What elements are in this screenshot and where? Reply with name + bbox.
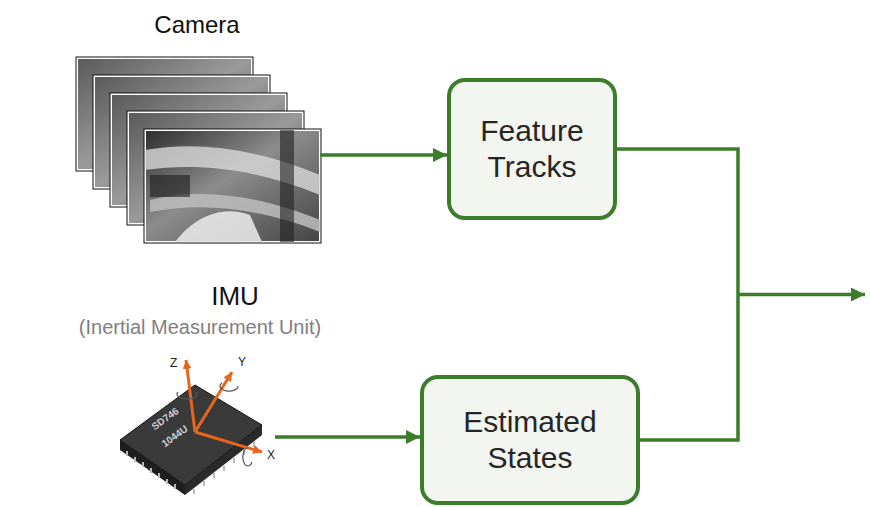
output-arrow [738,293,865,297]
sensor-subheading: (Inertial Measurement Unit) [79,316,321,339]
process-box: Estimated States [420,375,640,505]
industrial-scene [145,130,320,242]
pillar [280,130,294,242]
camera-frames [76,57,321,243]
axis-arrow [186,360,195,432]
chip-pins [127,442,254,494]
axis-arrow [195,372,232,432]
imu-chip [120,360,262,495]
box-label: Estimated States [436,404,624,476]
chip-marking: 1044U [160,424,190,449]
sensor-group: IMU(Inertial Measurement Unit) [115,350,275,500]
sensor-heading: Camera [154,11,239,39]
box-label: Feature Tracks [463,113,601,185]
pipe [175,211,262,242]
sensor-heading: IMU [211,282,259,312]
flow-arrow [320,153,447,157]
rotation-mark [243,448,252,466]
camera-group: Camera [75,55,320,245]
rotation-mark [177,392,197,399]
image-frame [145,130,320,242]
axis-label: Z [170,357,177,369]
axis-label: X [267,449,275,461]
rotation-mark [220,383,238,391]
axis-label: Y [238,356,246,368]
axis-arrow [195,432,262,452]
flow-arrow [275,435,420,439]
machine [150,175,190,197]
frame-outline [144,129,321,243]
process-box: Feature Tracks [447,78,617,220]
